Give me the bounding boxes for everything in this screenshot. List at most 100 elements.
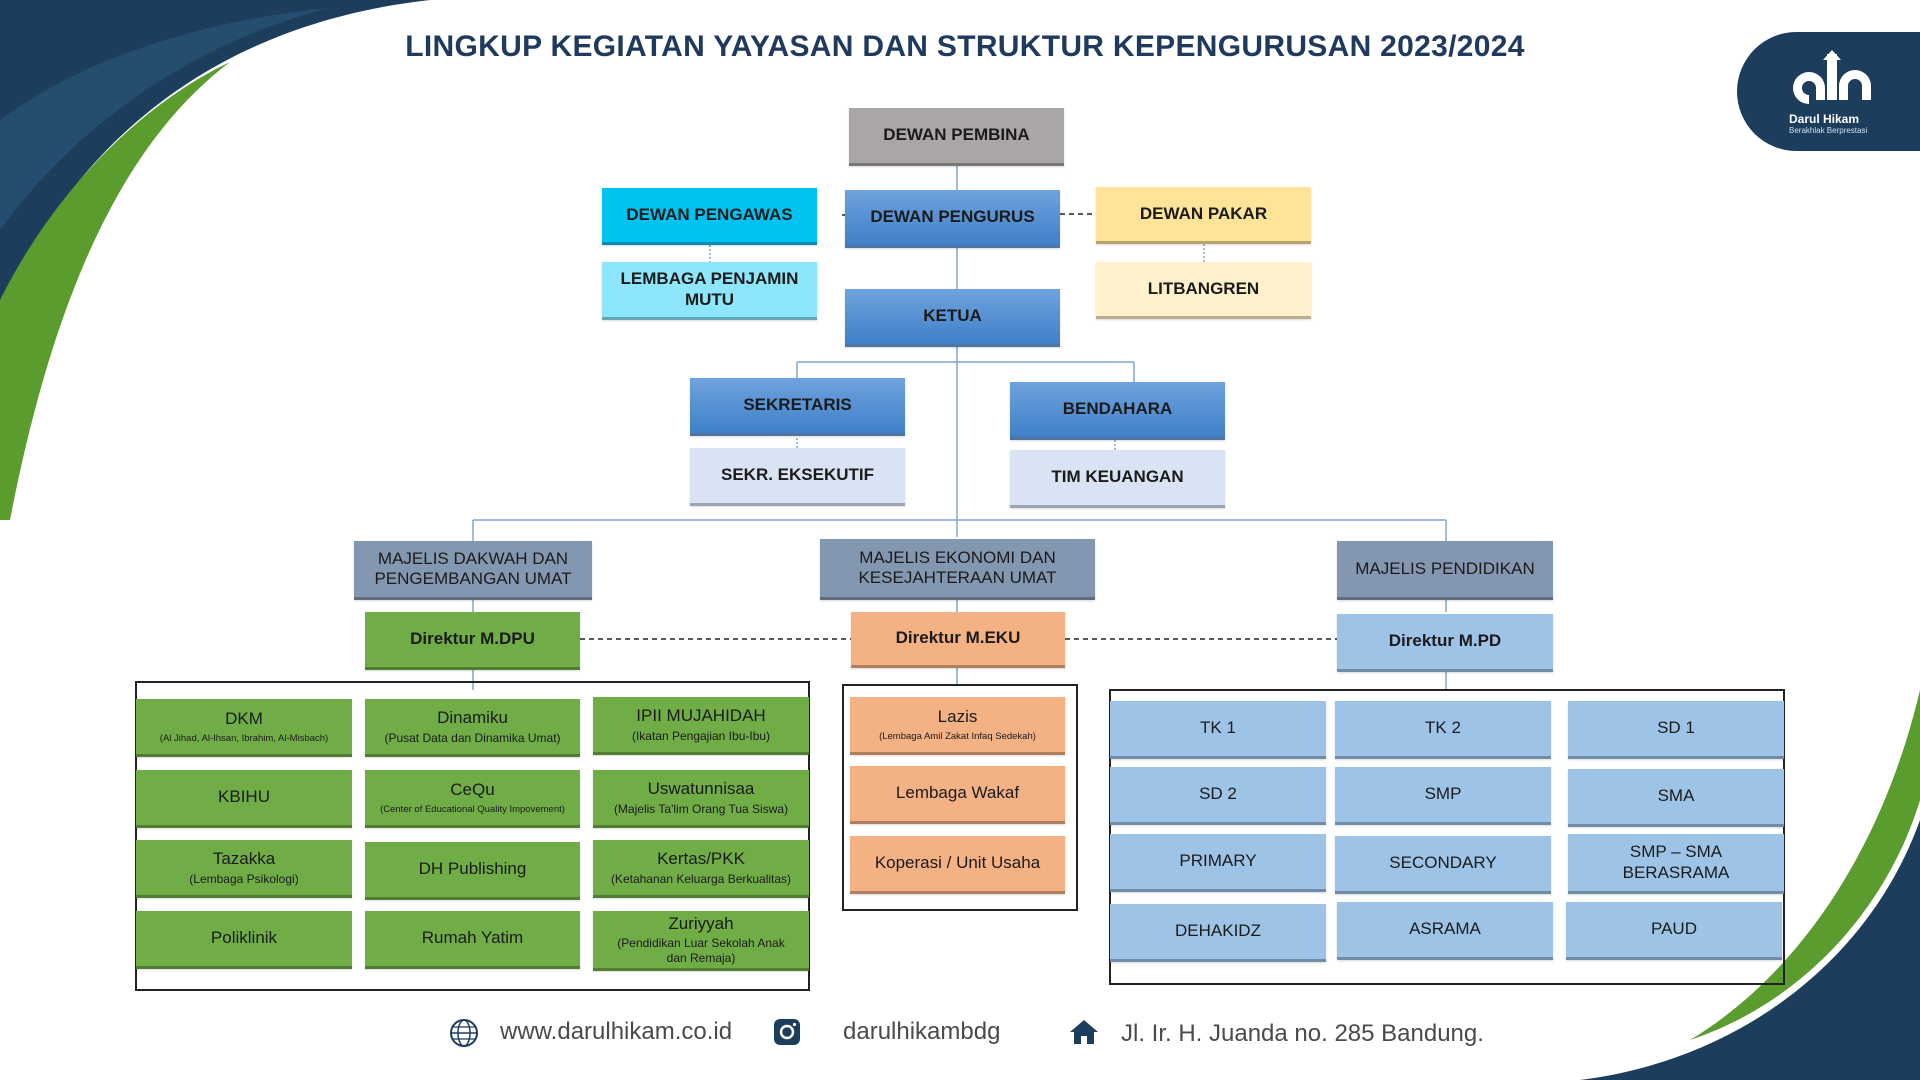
lembaga-penjamin-mutu-label: LEMBAGA PENJAMIN MUTU	[620, 269, 799, 309]
eku-unit: Koperasi / Unit Usaha	[850, 836, 1065, 894]
dpu-unit: Kertas/PKK(Ketahanan Keluarga Berkualita…	[593, 840, 809, 898]
unit-name: ASRAMA	[1409, 919, 1481, 939]
sekr-eksekutif-box: SEKR. EKSEKUTIF	[690, 448, 905, 506]
pd-unit: SECONDARY	[1335, 836, 1551, 894]
unit-subtitle: (Ikatan Pengajian Ibu-Ibu)	[631, 728, 771, 743]
unit-name: KBIHU	[218, 787, 270, 807]
dpu-unit: CeQu (Center of Educational Quality Impov…	[365, 770, 580, 828]
unit-name: DH Publishing	[418, 859, 527, 879]
unit-subtitle: (Lembaga Amil Zakat Infaq Sedekah)	[879, 730, 1036, 742]
sekretaris-box: SEKRETARIS	[690, 378, 905, 436]
dewan-pengurus-box: DEWAN PENGURUS	[845, 190, 1060, 248]
pd-unit: SMA	[1568, 769, 1784, 827]
home-icon	[1070, 1020, 1098, 1044]
pd-unit: TK 1	[1110, 701, 1326, 759]
ketua-box: KETUA	[845, 289, 1060, 347]
footer-website[interactable]: www.darulhikam.co.id	[500, 1018, 733, 1045]
unit-name: DEHAKIDZ	[1175, 921, 1261, 941]
direktur-eku-label: Direktur M.EKU	[895, 628, 1021, 648]
dewan-pakar-box: DEWAN PAKAR	[1096, 187, 1311, 244]
dpu-unit: Zuriyyah (Pendidikan Luar Sekolah Anak da…	[593, 911, 809, 971]
direktur-pd-box: Direktur M.PD	[1337, 614, 1553, 672]
sekretaris-label: SEKRETARIS	[743, 395, 852, 415]
unit-name: CeQu	[450, 780, 495, 800]
tim-keuangan-box: TIM KEUANGAN	[1010, 450, 1225, 508]
majelis-eku-box: MAJELIS EKONOMI DAN KESEJAHTERAAN UMAT	[820, 539, 1095, 600]
unit-subtitle: (Al Jihad, Al-Ihsan, Ibrahim, Al-Misbach…	[159, 732, 329, 744]
dpu-unit: DKM (Al Jihad, Al-Ihsan, Ibrahim, Al-Misb…	[136, 699, 352, 757]
unit-name: Tazakka	[212, 849, 276, 869]
unit-subtitle: (Ketahanan Keluarga Berkualitas)	[610, 871, 792, 886]
unit-name: TK 1	[1200, 718, 1236, 738]
unit-name: SD 2	[1199, 784, 1237, 804]
unit-name: Koperasi / Unit Usaha	[874, 853, 1041, 873]
direktur-pd-label: Direktur M.PD	[1388, 631, 1502, 651]
pd-unit: SD 2	[1110, 767, 1326, 825]
dewan-pengurus-label: DEWAN PENGURUS	[870, 207, 1035, 227]
dewan-pengawas-box: DEWAN PENGAWAS	[602, 188, 817, 245]
footer-instagram[interactable]: darulhikambdg	[843, 1018, 1001, 1045]
direktur-dpu-label: Direktur M.DPU	[410, 629, 535, 649]
logo-name: Darul Hikam	[1789, 112, 1860, 126]
top-left-green-swoosh	[0, 62, 230, 520]
unit-subtitle: (Pusat Data dan Dinamika Umat)	[384, 730, 561, 745]
pd-unit: PAUD	[1566, 902, 1782, 960]
bottom-right-green-swoosh	[1690, 690, 1920, 1040]
unit-name: TK 2	[1425, 718, 1461, 738]
unit-name: Dinamiku	[437, 708, 508, 728]
dpu-unit: Tazakka (Lembaga Psikologi)	[136, 840, 352, 898]
instagram-icon	[774, 1019, 800, 1045]
unit-name: SMP	[1424, 784, 1462, 804]
dpu-unit: KBIHU	[136, 770, 352, 828]
majelis-dpu-box: MAJELIS DAKWAH DAN PENGEMBANGAN UMAT	[354, 541, 592, 600]
unit-subtitle: (Center of Educational Quality Impovemen…	[380, 803, 565, 815]
unit-name: SMP – SMA BERASRAMA	[1622, 842, 1730, 882]
dewan-pakar-label: DEWAN PAKAR	[1139, 203, 1268, 223]
pd-unit: TK 2	[1335, 701, 1551, 759]
direktur-dpu-box: Direktur M.DPU	[365, 612, 580, 670]
dashed-links	[580, 213, 1337, 640]
pd-unit: SMP	[1335, 767, 1551, 825]
tim-keuangan-label: TIM KEUANGAN	[1051, 467, 1184, 487]
majelis-eku-label: MAJELIS EKONOMI DAN KESEJAHTERAAN UMAT	[858, 547, 1057, 587]
majelis-dpu-label: MAJELIS DAKWAH DAN PENGEMBANGAN UMAT	[374, 548, 572, 588]
litbangren-label: LITBANGREN	[1147, 278, 1260, 298]
unit-name: Zuriyyah	[668, 913, 734, 933]
unit-name: SMA	[1657, 786, 1695, 806]
unit-subtitle: (Majelis Ta'lim Orang Tua Siswa)	[613, 801, 789, 816]
pd-unit: PRIMARY	[1110, 834, 1326, 892]
unit-name: Rumah Yatim	[421, 928, 524, 948]
dpu-units-frame	[135, 681, 810, 991]
bottom-right-navy-swoosh	[1580, 820, 1920, 1080]
footer-address: Jl. Ir. H. Juanda no. 285 Bandung.	[1121, 1020, 1484, 1047]
dpu-unit: IPII MUJAHIDAH(Ikatan Pengajian Ibu-Ibu)	[593, 697, 809, 755]
unit-name: Uswatunnisaa	[647, 779, 755, 799]
pd-unit: SD 1	[1568, 701, 1784, 759]
dpu-unit: Poliklinik	[136, 911, 352, 969]
globe-icon	[450, 1019, 478, 1047]
dewan-pembina-box: DEWAN PEMBINA	[849, 108, 1064, 166]
dewan-pembina-label: DEWAN PEMBINA	[883, 125, 1030, 145]
unit-name: PRIMARY	[1179, 851, 1257, 871]
dpu-unit: Rumah Yatim	[365, 911, 580, 969]
unit-name: DKM	[225, 709, 263, 729]
unit-name: Poliklinik	[210, 928, 278, 948]
majelis-pd-box: MAJELIS PENDIDIKAN	[1337, 541, 1553, 600]
pd-unit: DEHAKIDZ	[1110, 904, 1326, 962]
top-left-blue-swoosh	[0, 8, 330, 230]
pd-unit: SMP – SMA BERASRAMA	[1568, 834, 1784, 894]
unit-subtitle: (Lembaga Psikologi)	[189, 871, 299, 886]
unit-subtitle: (Pendidikan Luar Sekolah Anak dan Remaja…	[617, 936, 785, 965]
lembaga-penjamin-mutu-box: LEMBAGA PENJAMIN MUTU	[602, 262, 817, 320]
unit-name: SECONDARY	[1389, 853, 1497, 873]
logo-tagline: Berakhlak Berprestasi	[1789, 126, 1868, 135]
eku-units-frame	[842, 684, 1078, 911]
unit-name: PAUD	[1651, 919, 1697, 939]
litbangren-box: LITBANGREN	[1096, 262, 1311, 319]
unit-name: SD 1	[1657, 718, 1695, 738]
unit-name: Lazis	[937, 707, 978, 727]
sekr-eksekutif-label: SEKR. EKSEKUTIF	[720, 465, 875, 485]
dpu-unit: Uswatunnisaa (Majelis Ta'lim Orang Tua Si…	[593, 770, 809, 828]
darul-hikam-logo: Darul Hikam Berakhlak Berprestasi	[1737, 32, 1920, 151]
